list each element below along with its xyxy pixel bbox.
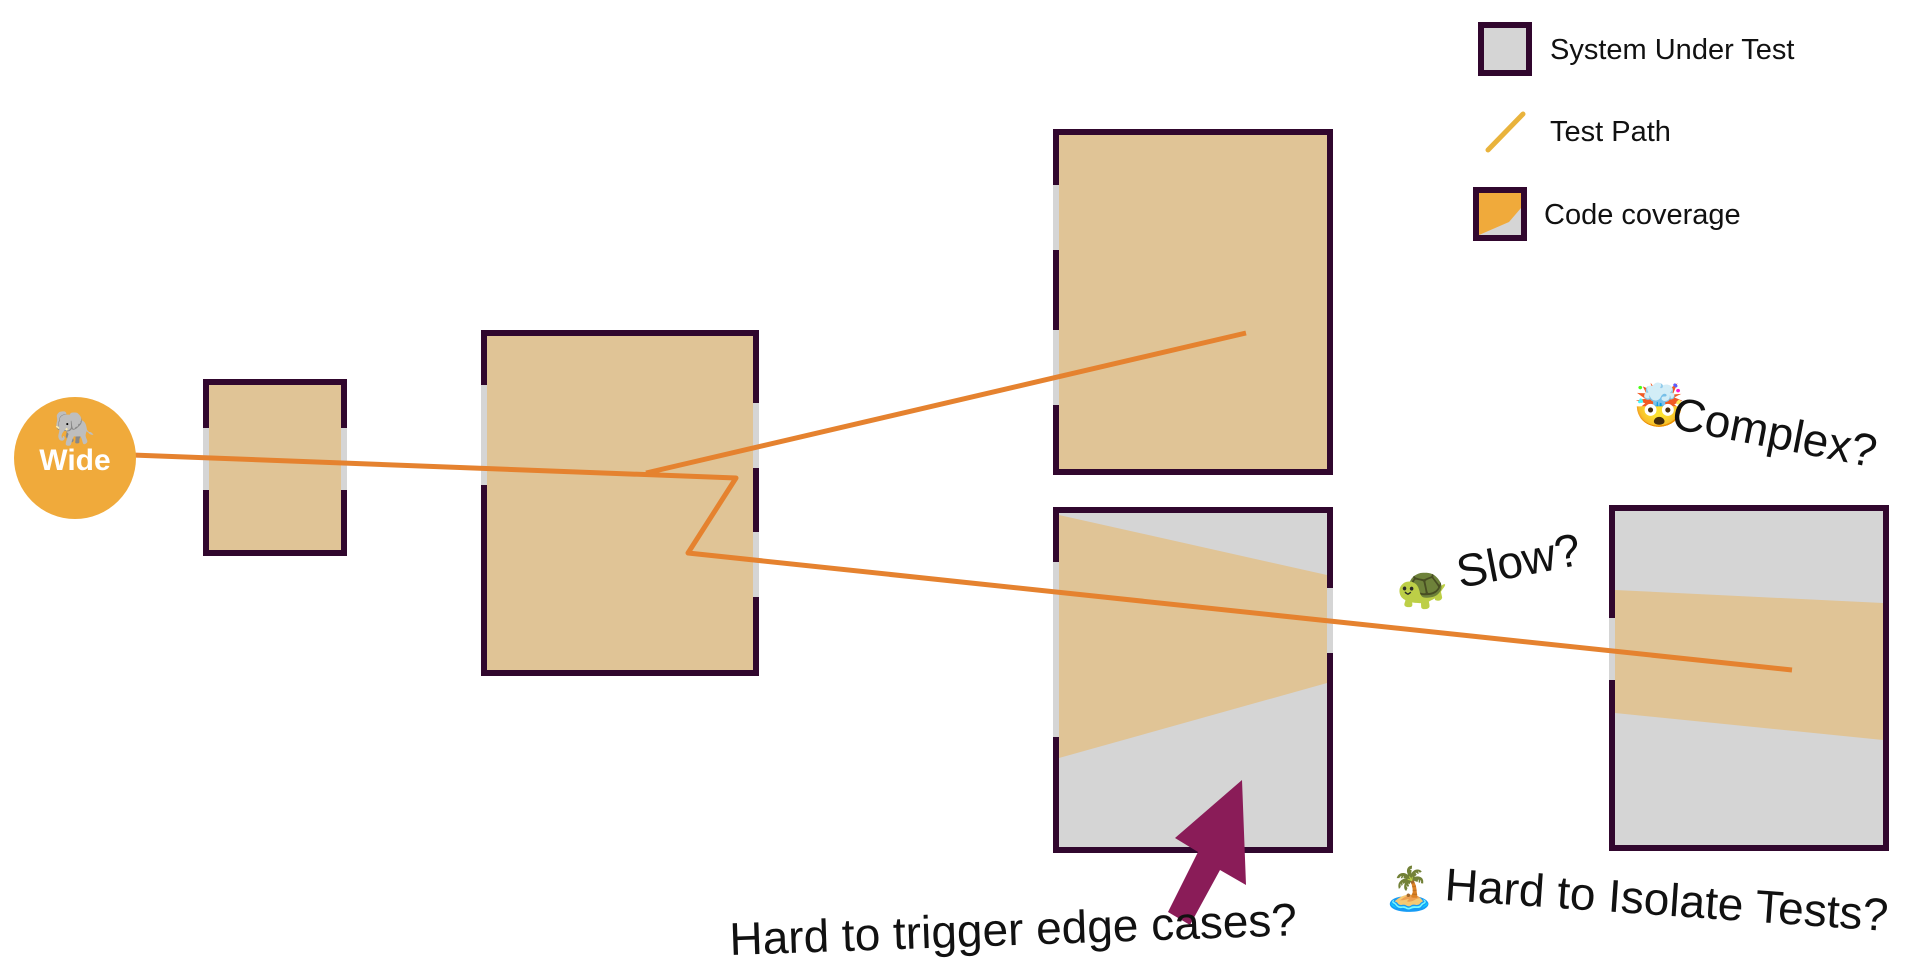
- system-box-4: [1053, 507, 1333, 853]
- legend-sut-label: System Under Test: [1550, 34, 1794, 66]
- box-3-port-top: [1053, 185, 1059, 250]
- arrow-up-right-icon: [1168, 780, 1246, 925]
- turtle-icon: 🐢: [1396, 564, 1448, 611]
- wide-start-node: 🐘 Wide: [14, 397, 136, 519]
- annotation-slow: 🐢 Slow?: [1396, 523, 1585, 611]
- complex-text: Complex?: [1668, 387, 1881, 478]
- system-box-1: [203, 379, 347, 556]
- slow-text: Slow?: [1452, 523, 1585, 598]
- annotation-isolate: 🏝️ Hard to Isolate Tests?: [1383, 858, 1890, 941]
- legend-coverage-label: Code coverage: [1544, 199, 1741, 231]
- edge-cases-text: Hard to trigger edge cases?: [729, 893, 1298, 965]
- annotation-complex: 🤯 Complex?: [1633, 381, 1881, 477]
- legend-sut-swatch: [1478, 22, 1532, 76]
- box-1-frame: [203, 379, 347, 556]
- system-box-2: [481, 330, 759, 676]
- wide-circle: [14, 397, 136, 519]
- box-1-port-right: [341, 428, 347, 490]
- box-2-port-left: [481, 385, 487, 485]
- legend-coverage-fill: [1479, 193, 1521, 235]
- test-path-branch: [645, 330, 1247, 476]
- test-path-main: [131, 452, 1793, 673]
- exploding-head-icon: 🤯: [1633, 381, 1685, 429]
- box-2-frame: [481, 330, 759, 676]
- wide-label: Wide: [39, 444, 110, 477]
- isolate-text: Hard to Isolate Tests?: [1443, 858, 1890, 941]
- system-box-5: [1609, 505, 1889, 851]
- box-2-port-right-bottom: [753, 532, 759, 597]
- box-3-frame: [1053, 129, 1333, 475]
- box-4-coverage: [1059, 515, 1327, 758]
- legend: System Under Test Test Path Code coverag…: [1473, 22, 1794, 241]
- system-box-3: [1053, 129, 1333, 475]
- island-icon: 🏝️: [1383, 864, 1435, 913]
- annotation-edge-cases: Hard to trigger edge cases?: [729, 780, 1298, 965]
- legend-path-label: Test Path: [1550, 116, 1671, 148]
- box-4-port-left: [1053, 562, 1059, 737]
- box-2-port-right-top: [753, 403, 759, 468]
- box-3-port-bottom: [1053, 330, 1059, 405]
- elephant-icon: 🐘: [54, 410, 96, 448]
- legend-path-swatch: [1485, 111, 1526, 153]
